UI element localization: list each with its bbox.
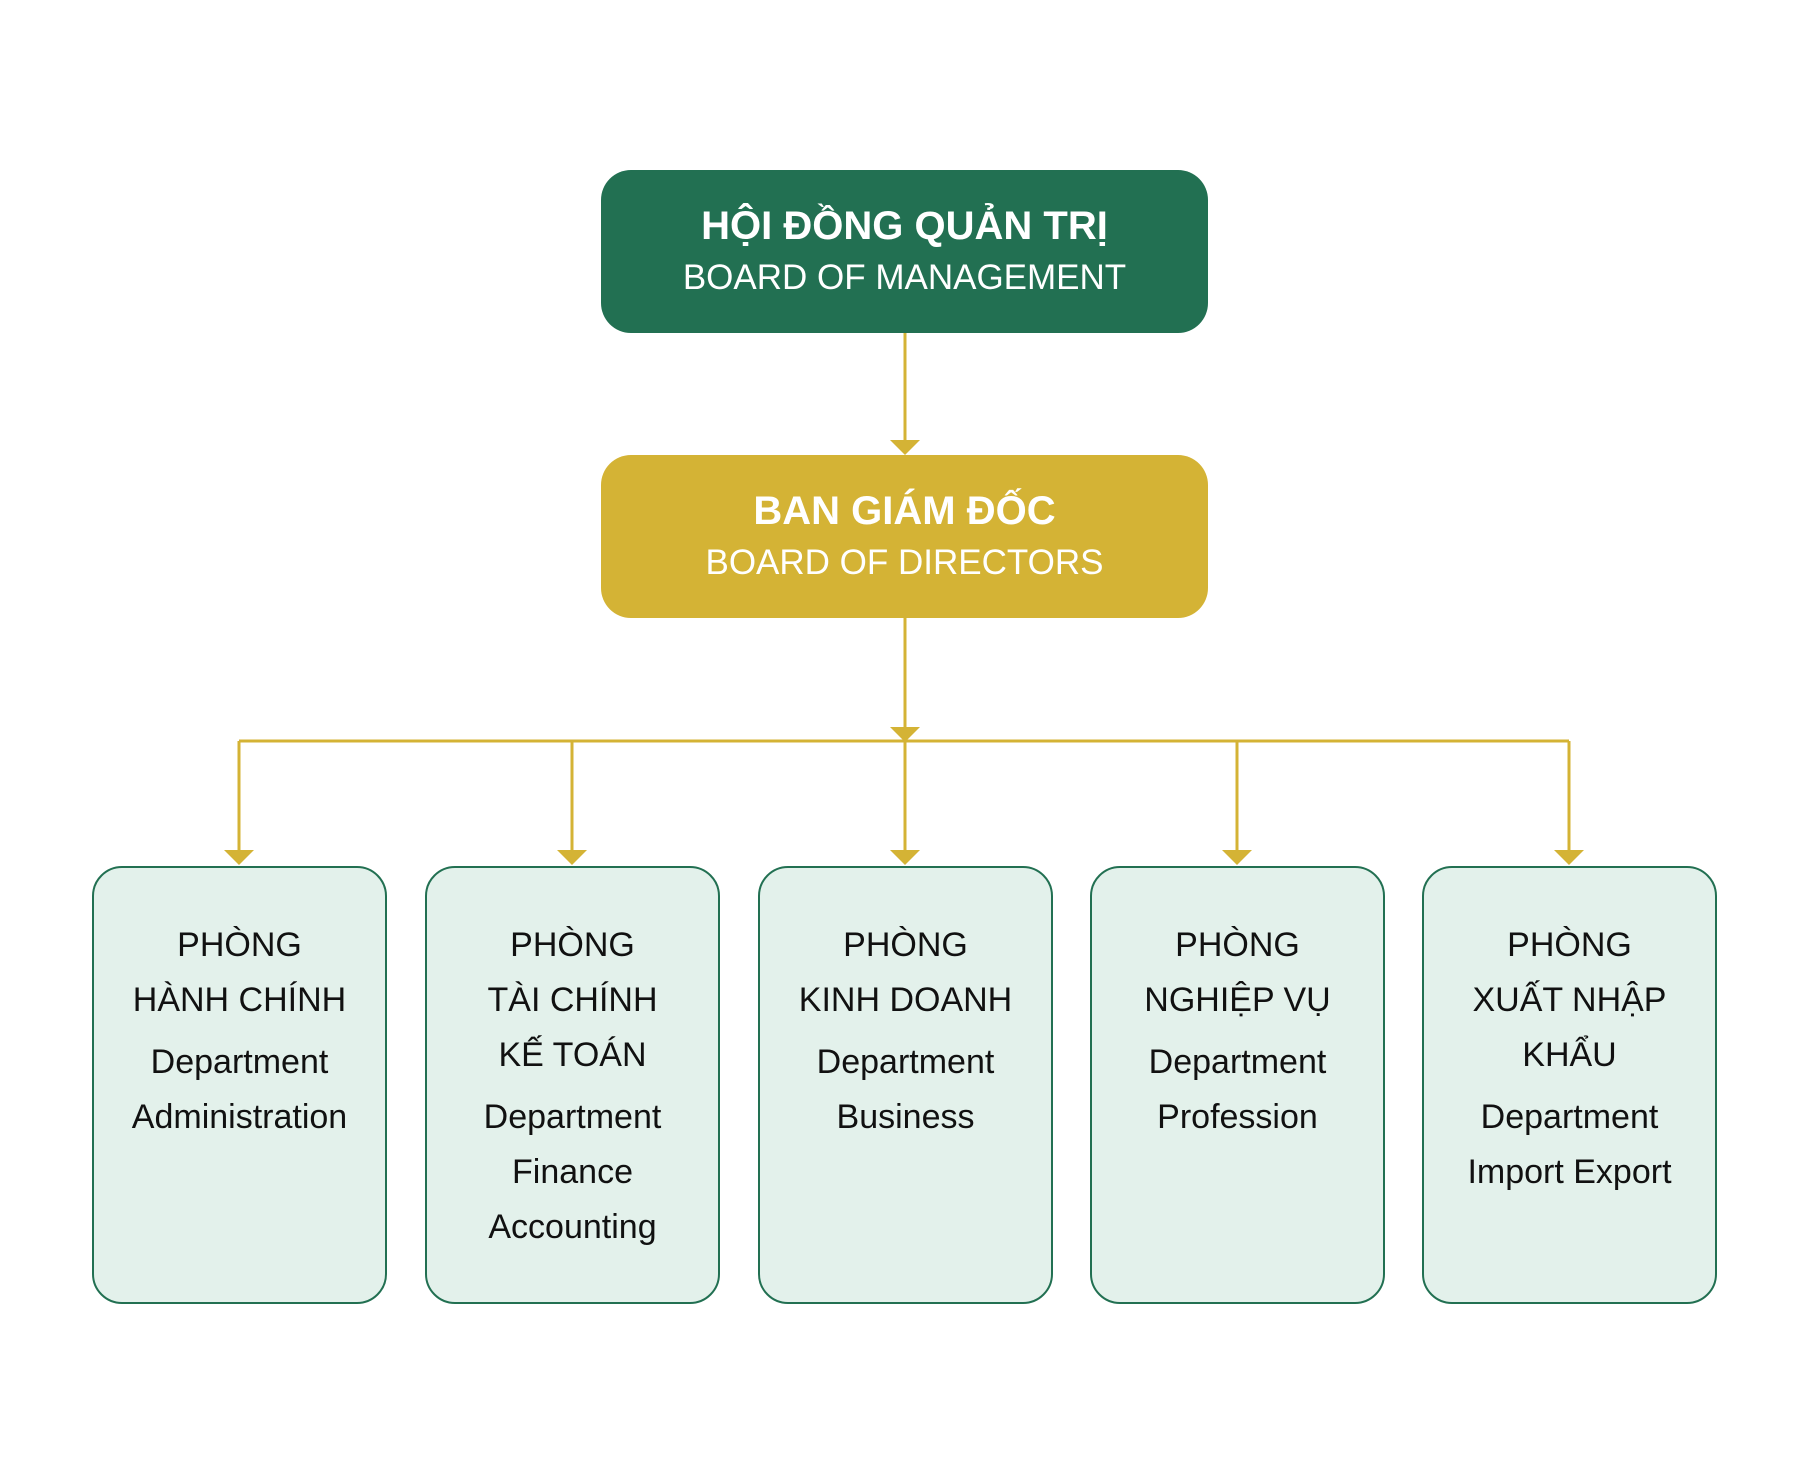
dept-vi-line: KHẨU [1522, 1036, 1617, 1074]
board-of-directors-title-vi: BAN GIÁM ĐỐC [753, 488, 1056, 533]
dept-en-line: Business [836, 1098, 975, 1136]
dept-vi-line: TÀI CHÍNH [487, 981, 658, 1019]
arrowhead [890, 440, 920, 455]
dept-vi-line: XUẤT NHẬP [1472, 981, 1667, 1019]
dept-vi-line: NGHIỆP VỤ [1144, 981, 1331, 1019]
dept-en-line: Department [150, 1043, 329, 1081]
department-import-export-box: PHÒNG XUẤT NHẬP KHẨU Department Import E… [1422, 866, 1717, 1304]
dept-vi-line: HÀNH CHÍNH [132, 981, 347, 1019]
board-of-directors-box: BAN GIÁM ĐỐC BOARD OF DIRECTORS [601, 455, 1208, 618]
dept-vi-line: PHÒNG [1175, 926, 1300, 964]
dept-vi-line: PHÒNG [510, 926, 635, 964]
department-finance-accounting-box: PHÒNG TÀI CHÍNH KẾ TOÁN Department Finan… [425, 866, 720, 1304]
dept-en-line: Finance [512, 1153, 633, 1191]
dept-vi-line: KẾ TOÁN [498, 1036, 647, 1074]
arrowhead [557, 850, 587, 865]
board-of-management-title-en: BOARD OF MANAGEMENT [682, 257, 1127, 297]
board-of-directors-title-en: BOARD OF DIRECTORS [705, 542, 1104, 582]
arrowhead [1222, 850, 1252, 865]
dept-en-line: Profession [1157, 1098, 1318, 1136]
dept-en-line: Department [1148, 1043, 1327, 1081]
dept-vi-line: PHÒNG [177, 926, 302, 964]
dept-en-line: Department [816, 1043, 995, 1081]
arrowhead [890, 727, 920, 742]
dept-vi-line: PHÒNG [843, 926, 968, 964]
arrowhead [890, 850, 920, 865]
department-business-box: PHÒNG KINH DOANH Department Business [758, 866, 1053, 1304]
board-of-management-title-vi: HỘI ĐỒNG QUẢN TRỊ [701, 203, 1108, 248]
department-profession-box: PHÒNG NGHIỆP VỤ Department Profession [1090, 866, 1385, 1304]
arrowhead [224, 850, 254, 865]
dept-en-line: Import Export [1467, 1153, 1672, 1191]
dept-vi-line: KINH DOANH [798, 981, 1013, 1019]
dept-vi-line: PHÒNG [1507, 926, 1632, 964]
dept-en-line: Department [1480, 1098, 1659, 1136]
dept-en-line: Department [483, 1098, 662, 1136]
board-of-management-box: HỘI ĐỒNG QUẢN TRỊ BOARD OF MANAGEMENT [601, 170, 1208, 333]
arrowhead [1554, 850, 1584, 865]
dept-en-line: Accounting [488, 1208, 657, 1246]
department-administration-box: PHÒNG HÀNH CHÍNH Department Administrati… [92, 866, 387, 1304]
dept-en-line: Administration [131, 1098, 348, 1136]
